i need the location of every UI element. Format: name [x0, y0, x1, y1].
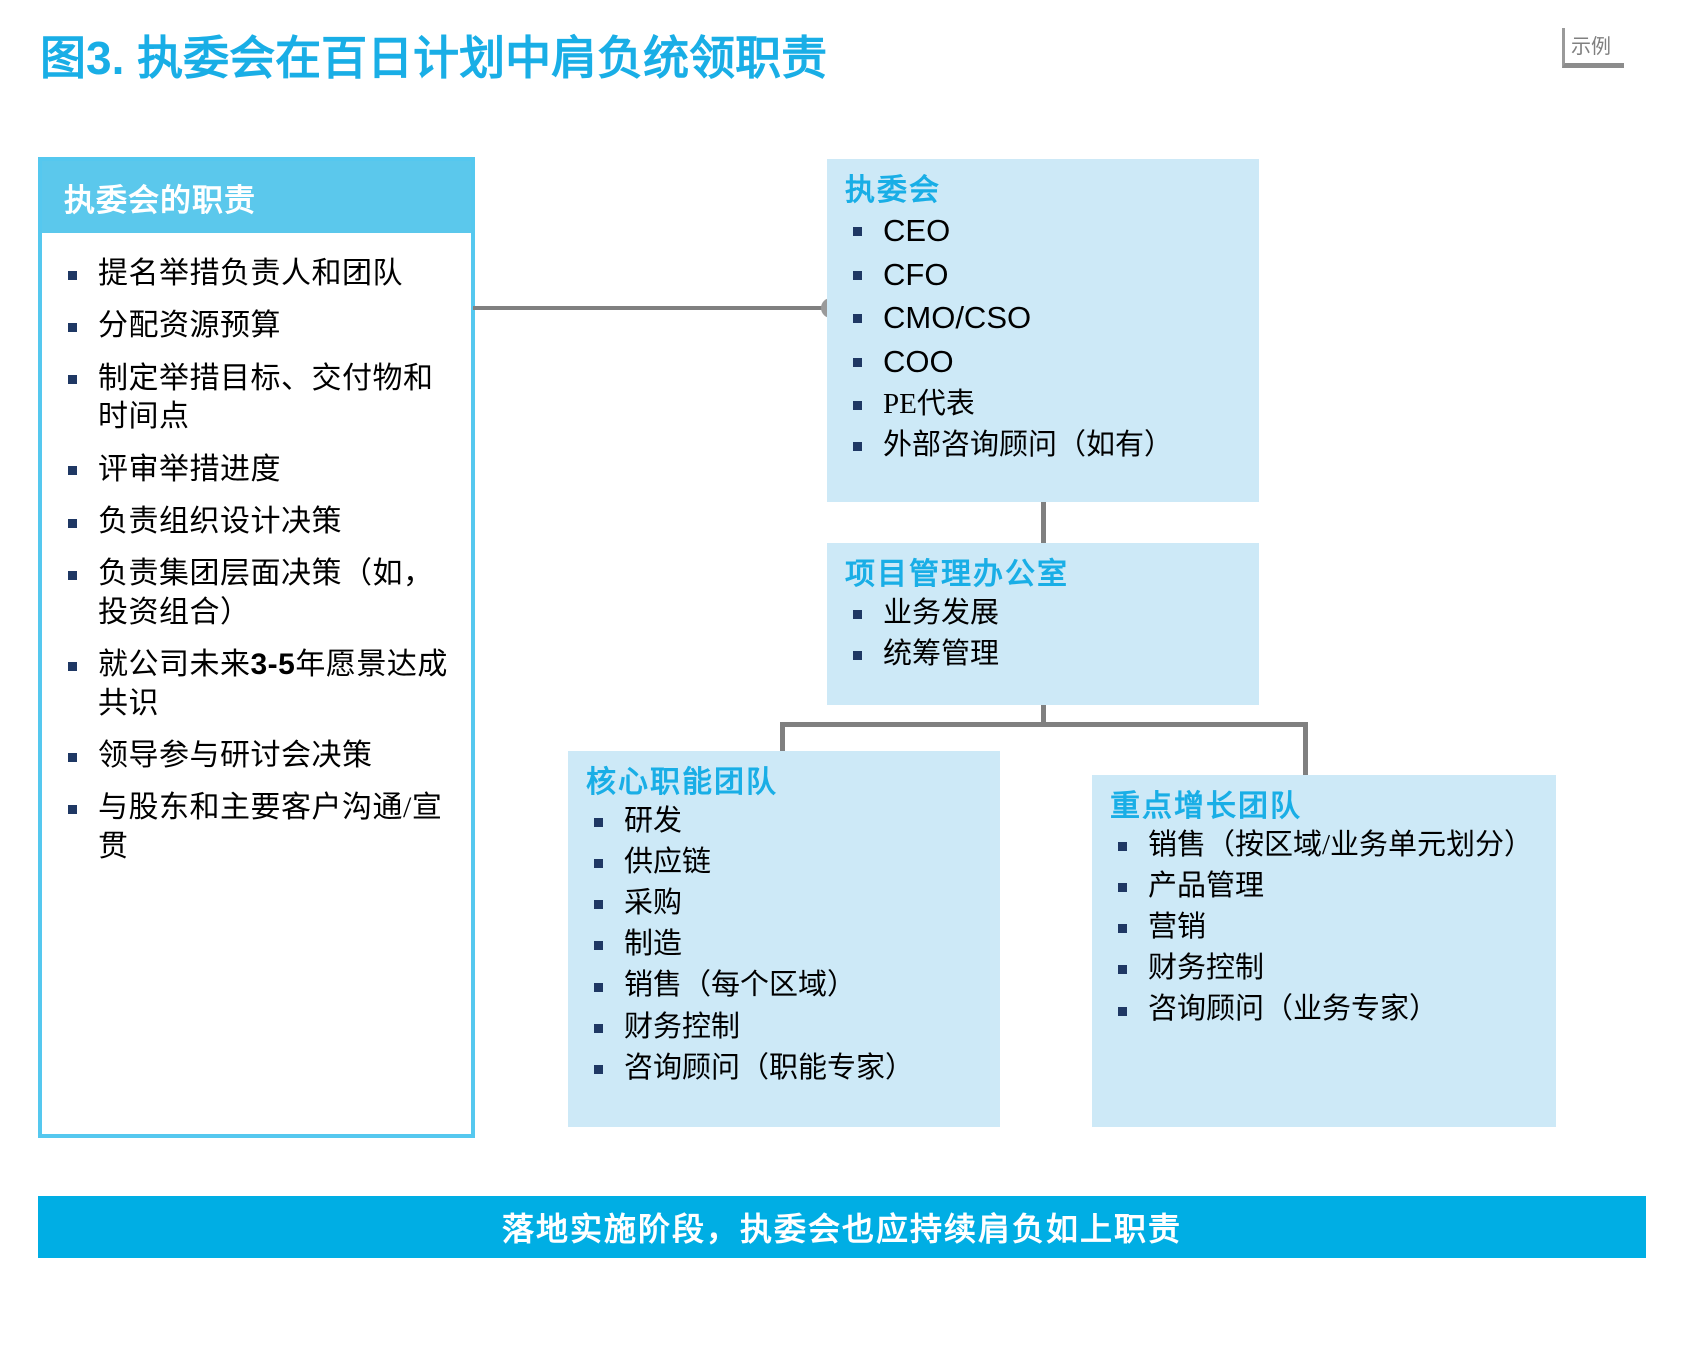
list-item: CEO: [845, 211, 1243, 251]
list-item: 采购: [586, 885, 984, 922]
growth-team-title: 重点增长团队: [1110, 790, 1302, 823]
list-item: 与股东和主要客户沟通/宣贯: [60, 789, 457, 866]
list-item: 营销: [1110, 909, 1540, 946]
list-item: 制定举措目标、交付物和时间点: [60, 360, 457, 437]
core-team-box: 核心职能团队 研发 供应链 采购 制造 销售（每个区域） 财务控制 咨询顾问（职…: [568, 751, 1000, 1127]
connector-to-core-team: [780, 722, 785, 752]
growth-team-box: 重点增长团队 销售（按区域/业务单元划分） 产品管理 营销 财务控制 咨询顾问（…: [1092, 775, 1556, 1127]
list-item: 提名举措负责人和团队: [60, 255, 457, 293]
pmo-title: 项目管理办公室: [845, 558, 1069, 591]
list-item: 统筹管理: [845, 636, 1243, 673]
list-item: 就公司未来3-5年愿景达成共识: [60, 646, 457, 723]
list-item: 咨询顾问（业务专家）: [1110, 991, 1540, 1028]
responsibilities-list: 提名举措负责人和团队 分配资源预算 制定举措目标、交付物和时间点 评审举措进度 …: [42, 233, 471, 866]
list-item: 财务控制: [586, 1009, 984, 1046]
list-item: 外部咨询顾问（如有）: [845, 427, 1243, 464]
list-item: 业务发展: [845, 595, 1243, 632]
pmo-list: 业务发展 统筹管理: [845, 595, 1243, 673]
responsibilities-panel-title: 执委会的职责: [64, 182, 256, 218]
list-item: 研发: [586, 803, 984, 840]
list-item: CMO/CSO: [845, 298, 1243, 338]
list-item: 销售（按区域/业务单元划分）: [1110, 827, 1540, 864]
exco-title: 执委会: [845, 174, 941, 207]
list-item: 分配资源预算: [60, 307, 457, 345]
exco-box: 执委会 CEO CFO CMO/CSO COO PE代表 外部咨询顾问（如有）: [827, 159, 1259, 502]
responsibilities-panel-header: 执委会的职责: [42, 161, 471, 233]
connector-pmo-stem: [1041, 705, 1046, 725]
example-badge: 示例: [1562, 28, 1624, 68]
list-item: 产品管理: [1110, 868, 1540, 905]
list-item: 供应链: [586, 844, 984, 881]
growth-team-list: 销售（按区域/业务单元划分） 产品管理 营销 财务控制 咨询顾问（业务专家）: [1110, 827, 1540, 1029]
list-item: CFO: [845, 255, 1243, 295]
connector-horizontal-bar: [780, 722, 1308, 727]
list-item: 负责集团层面决策（如，投资组合）: [60, 555, 457, 632]
list-item: 领导参与研讨会决策: [60, 737, 457, 775]
responsibilities-panel: 执委会的职责 提名举措负责人和团队 分配资源预算 制定举措目标、交付物和时间点 …: [38, 157, 475, 1138]
exco-list: CEO CFO CMO/CSO COO PE代表 外部咨询顾问（如有）: [845, 211, 1243, 464]
list-item: 负责组织设计决策: [60, 503, 457, 541]
list-item: 财务控制: [1110, 950, 1540, 987]
connector-exco-to-pmo: [1041, 502, 1046, 544]
pmo-box: 项目管理办公室 业务发展 统筹管理: [827, 543, 1259, 705]
list-item: PE代表: [845, 386, 1243, 423]
bottom-banner: 落地实施阶段，执委会也应持续肩负如上职责: [38, 1196, 1646, 1258]
list-item: 咨询顾问（职能专家）: [586, 1050, 984, 1087]
core-team-list: 研发 供应链 采购 制造 销售（每个区域） 财务控制 咨询顾问（职能专家）: [586, 803, 984, 1087]
example-badge-label: 示例: [1571, 36, 1611, 58]
list-item: 评审举措进度: [60, 451, 457, 489]
connector-to-growth-team: [1303, 722, 1308, 776]
list-item: COO: [845, 342, 1243, 382]
list-item: 制造: [586, 926, 984, 963]
list-item: 销售（每个区域）: [586, 967, 984, 1004]
core-team-title: 核心职能团队: [586, 766, 778, 799]
connector-responsibilities-to-exco: [473, 306, 829, 310]
page-title: 图3. 执委会在百日计划中肩负统领职责: [40, 32, 828, 84]
bottom-banner-text: 落地实施阶段，执委会也应持续肩负如上职责: [501, 1211, 1182, 1247]
